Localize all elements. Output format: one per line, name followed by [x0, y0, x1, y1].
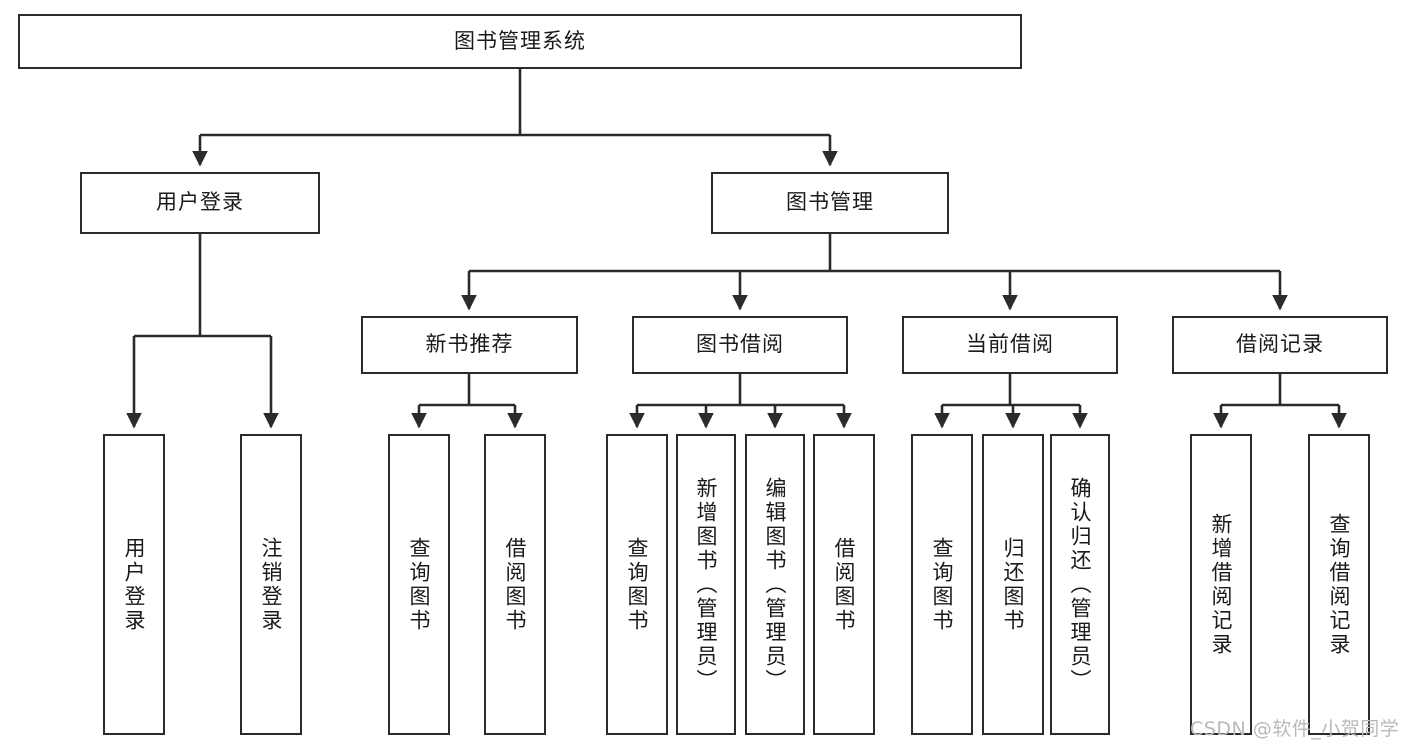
node-user-login-label: 用户登录: [156, 190, 244, 215]
node-root-label: 图书管理系统: [454, 28, 586, 53]
leaf-add-borrow-record[interactable]: 新增借阅记录: [1190, 434, 1252, 735]
leaf-return-book[interactable]: 归还图书: [982, 434, 1044, 735]
node-book-management-label: 图书管理: [786, 190, 874, 215]
node-current-borrow-label: 当前借阅: [966, 332, 1054, 357]
leaf-query-book-recommend[interactable]: 查询图书: [388, 434, 450, 735]
node-current-borrow[interactable]: 当前借阅: [902, 316, 1118, 374]
leaf-borrow-book-recommend-label: 借阅图书: [503, 536, 528, 633]
leaf-query-borrow-record[interactable]: 查询借阅记录: [1308, 434, 1370, 735]
leaf-user-login-label: 用户登录: [122, 536, 147, 633]
leaf-add-book-admin[interactable]: 新增图书（管理员）: [676, 434, 736, 735]
leaf-logout[interactable]: 注销登录: [240, 434, 302, 735]
node-book-management[interactable]: 图书管理: [711, 172, 949, 234]
leaf-query-book-current-label: 查询图书: [930, 536, 955, 633]
leaf-query-book-recommend-label: 查询图书: [407, 536, 432, 633]
leaf-edit-book-admin[interactable]: 编辑图书（管理员）: [745, 434, 805, 735]
leaf-borrow-book-label: 借阅图书: [832, 536, 857, 633]
leaf-add-borrow-record-label: 新增借阅记录: [1209, 512, 1234, 657]
leaf-query-book-current[interactable]: 查询图书: [911, 434, 973, 735]
node-new-book-recommend[interactable]: 新书推荐: [361, 316, 578, 374]
leaf-confirm-return-admin-label: 确认归还（管理员）: [1068, 476, 1093, 693]
leaf-confirm-return-admin[interactable]: 确认归还（管理员）: [1050, 434, 1110, 735]
node-new-book-recommend-label: 新书推荐: [425, 332, 514, 357]
node-user-login[interactable]: 用户登录: [80, 172, 320, 234]
node-borrow-record-label: 借阅记录: [1236, 332, 1324, 357]
leaf-edit-book-admin-label: 编辑图书（管理员）: [763, 476, 788, 693]
node-root[interactable]: 图书管理系统: [18, 14, 1022, 69]
leaf-user-login[interactable]: 用户登录: [103, 434, 165, 735]
leaf-borrow-book-recommend[interactable]: 借阅图书: [484, 434, 546, 735]
leaf-return-book-label: 归还图书: [1001, 536, 1026, 633]
node-book-borrow[interactable]: 图书借阅: [632, 316, 848, 374]
leaf-borrow-book[interactable]: 借阅图书: [813, 434, 875, 735]
node-book-borrow-label: 图书借阅: [696, 332, 784, 357]
leaf-logout-label: 注销登录: [259, 536, 284, 633]
leaf-query-borrow-record-label: 查询借阅记录: [1327, 512, 1352, 657]
leaf-add-book-admin-label: 新增图书（管理员）: [694, 476, 719, 693]
node-borrow-record[interactable]: 借阅记录: [1172, 316, 1388, 374]
leaf-query-book-borrow-label: 查询图书: [625, 536, 650, 633]
leaf-query-book-borrow[interactable]: 查询图书: [606, 434, 668, 735]
csdn-watermark: CSDN @软件_小贺同学: [1190, 718, 1400, 740]
